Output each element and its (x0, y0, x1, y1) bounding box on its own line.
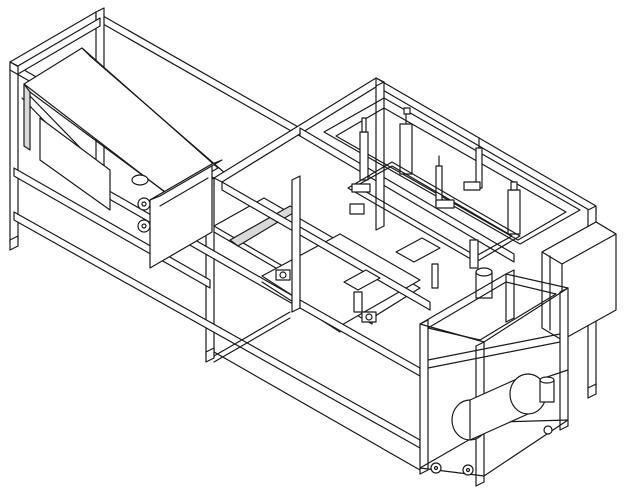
output-cage (419, 269, 569, 487)
frame-feet (9, 235, 597, 399)
inclined-conveyor-belt (23, 47, 227, 269)
drive-units (343, 237, 493, 323)
electrical-cabinet (541, 221, 617, 341)
pneumatic-cylinders (347, 107, 521, 263)
